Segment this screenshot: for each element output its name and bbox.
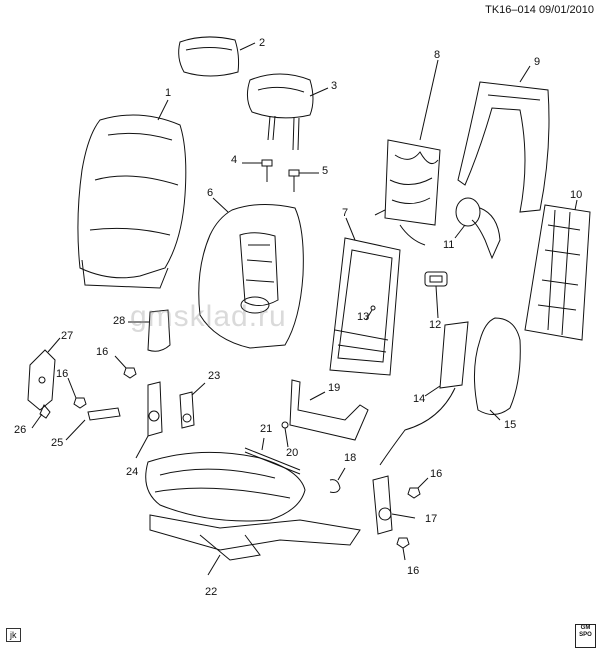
bolt-parts bbox=[67, 355, 429, 561]
pivot-bracket-part bbox=[179, 382, 206, 429]
callout-16-c: 16 bbox=[430, 468, 443, 480]
headrest-guide-parts bbox=[242, 159, 319, 192]
gm-logo: GM SPO bbox=[575, 624, 596, 648]
diagram-date: 09/01/2010 bbox=[538, 4, 594, 16]
rod-part bbox=[244, 437, 301, 475]
headrest-part bbox=[178, 36, 256, 77]
back-trim-panel-part bbox=[457, 65, 550, 213]
callout-7: 7 bbox=[342, 207, 349, 219]
lower-bracket-part bbox=[289, 379, 369, 441]
adjuster-link-part bbox=[65, 407, 121, 441]
callout-26: 26 bbox=[14, 424, 27, 436]
callout-16-d: 16 bbox=[407, 565, 420, 577]
callout-4: 4 bbox=[231, 154, 238, 166]
callout-5: 5 bbox=[322, 165, 329, 177]
callout-10: 10 bbox=[570, 189, 583, 201]
diagram-header: TK16–014 09/01/2010 bbox=[485, 4, 594, 16]
callout-9: 9 bbox=[534, 56, 541, 68]
wire-clip-part bbox=[365, 305, 376, 321]
wiring-harness-part bbox=[374, 59, 441, 246]
callout-22: 22 bbox=[205, 586, 218, 598]
side-shield-panel-part bbox=[473, 317, 521, 421]
callout-11: 11 bbox=[443, 239, 455, 251]
callout-13: 13 bbox=[357, 311, 370, 323]
callout-14: 14 bbox=[413, 393, 426, 405]
callout-1: 1 bbox=[165, 87, 172, 99]
seatback-pad-part bbox=[198, 197, 304, 349]
callout-16-b: 16 bbox=[56, 368, 69, 380]
callout-6: 6 bbox=[207, 187, 214, 199]
seatback-cover-part bbox=[77, 99, 187, 289]
seatback-frame-part bbox=[329, 217, 401, 376]
clip-part bbox=[329, 467, 346, 493]
callout-27: 27 bbox=[61, 330, 74, 342]
watermark: gmsklad.ru bbox=[130, 300, 287, 333]
callout-2: 2 bbox=[259, 37, 266, 49]
recliner-cover-part bbox=[128, 309, 171, 352]
callout-17: 17 bbox=[425, 513, 438, 525]
callout-15: 15 bbox=[504, 419, 517, 431]
callout-12: 12 bbox=[429, 319, 442, 331]
footer-code: jk bbox=[6, 628, 21, 642]
recliner-mechanism-left-part bbox=[135, 381, 163, 459]
callout-20: 20 bbox=[286, 447, 299, 459]
side-bracket-part bbox=[379, 321, 469, 466]
callout-28: 28 bbox=[113, 315, 126, 327]
callout-3: 3 bbox=[331, 80, 338, 92]
headrest-with-posts-part bbox=[246, 73, 329, 151]
callout-18: 18 bbox=[344, 452, 357, 464]
callout-16-a: 16 bbox=[96, 346, 109, 358]
callout-21: 21 bbox=[260, 423, 273, 435]
callout-24: 24 bbox=[126, 466, 139, 478]
callout-8: 8 bbox=[434, 49, 441, 61]
fastener-part bbox=[281, 421, 289, 448]
side-trim-part bbox=[27, 337, 61, 429]
seat-cushion-track-part bbox=[145, 451, 361, 576]
callout-23: 23 bbox=[208, 370, 221, 382]
recliner-handle-part bbox=[454, 197, 501, 260]
callout-19: 19 bbox=[328, 382, 341, 394]
callout-25: 25 bbox=[51, 437, 64, 449]
seat-switch-part bbox=[424, 271, 448, 319]
recliner-mechanism-right-part bbox=[372, 475, 416, 535]
diagram-code: TK16–014 bbox=[485, 4, 536, 16]
seatback-panel-part bbox=[524, 199, 591, 341]
